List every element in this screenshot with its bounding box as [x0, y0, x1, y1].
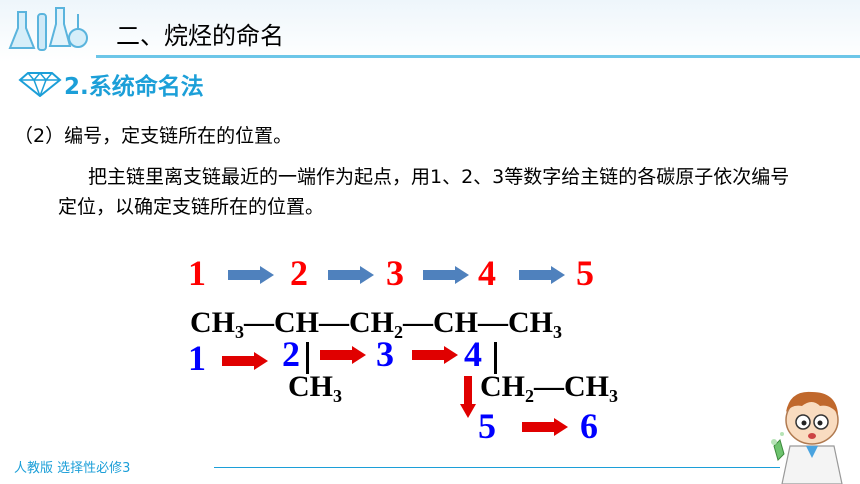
header-rule: [96, 55, 860, 58]
right-arrow-icon: [522, 418, 568, 436]
down-arrow-icon: [460, 376, 476, 418]
branch-bond-1: [306, 342, 309, 374]
subheading-label: 2.系统命名法: [64, 74, 204, 100]
lab-glassware-icon: [8, 7, 88, 51]
footer-text: 人教版 选择性必修3: [14, 461, 131, 476]
blue-number-6: 6: [580, 406, 598, 446]
right-arrow-icon: [222, 352, 268, 370]
branch-ch3-formula: CH3: [288, 370, 342, 406]
blue-number-3: 3: [376, 334, 394, 374]
blue-number-4: 4: [464, 334, 482, 374]
red-number-4: 4: [478, 253, 496, 293]
right-arrow-icon: [423, 266, 469, 284]
blue-number-5: 5: [478, 406, 496, 446]
point-text: （2）编号，定支链所在的位置。: [14, 125, 293, 147]
right-arrow-icon: [519, 266, 565, 284]
right-arrow-icon: [328, 266, 374, 284]
section-title: 二、烷烃的命名: [116, 22, 284, 50]
branch-ethyl-formula: CH2—CH3: [480, 370, 618, 406]
subheading: 2.系统命名法: [18, 66, 204, 102]
blue-number-2: 2: [282, 334, 300, 374]
description-text: 把主链里离支链最近的一端作为起点，用1、2、3等数字给主链的各碳原子依次编号定位…: [58, 166, 790, 218]
right-arrow-icon: [320, 346, 366, 364]
red-number-1: 1: [188, 253, 206, 293]
scientist-mascot-icon: [771, 391, 843, 484]
red-number-2: 2: [290, 253, 308, 293]
branch-bond-2: [494, 342, 497, 374]
main-chain-formula: CH3—CH—CH2—CH—CH3: [190, 306, 562, 342]
diamond-icon: [18, 71, 62, 97]
right-arrow-icon: [228, 266, 274, 284]
footer-rule: [214, 467, 780, 468]
right-arrow-icon: [412, 346, 458, 364]
red-number-3: 3: [386, 253, 404, 293]
blue-number-1: 1: [188, 338, 206, 378]
red-number-5: 5: [576, 253, 594, 293]
header-bar: [0, 0, 860, 62]
